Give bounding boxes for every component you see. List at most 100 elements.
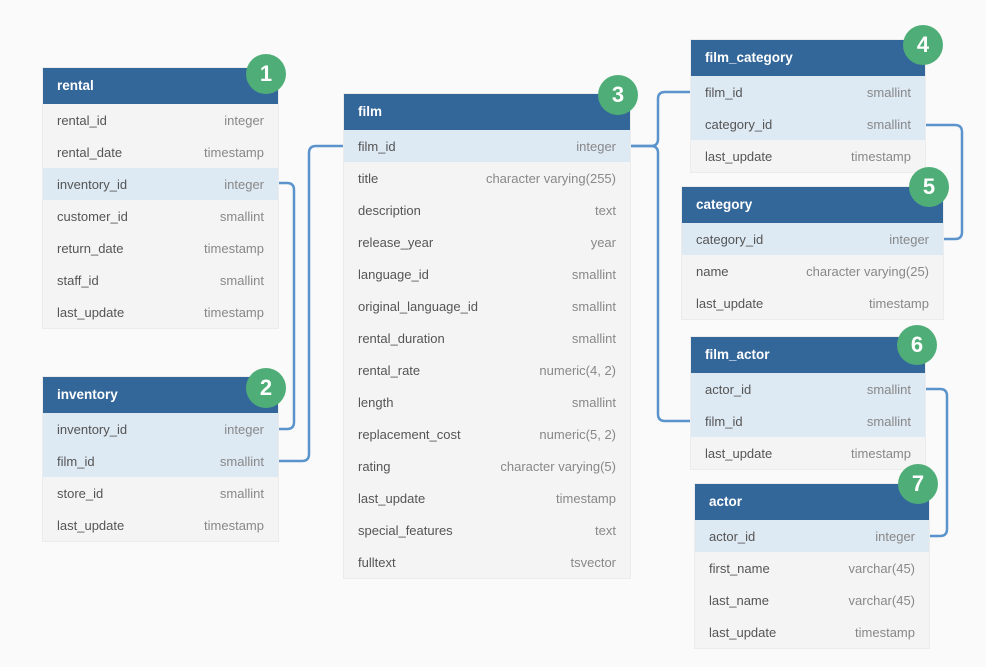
column-name: film_id: [57, 453, 95, 469]
column-row: rating character varying(5): [344, 450, 630, 482]
column-row: rental_duration smallint: [344, 322, 630, 354]
column-name: fulltext: [358, 554, 396, 570]
column-type: character varying(5): [500, 458, 616, 474]
column-name: original_language_id: [358, 298, 478, 314]
column-row: description text: [344, 194, 630, 226]
column-name: film_id: [358, 138, 396, 154]
badge-rental: 1: [246, 54, 286, 94]
link-film-film-category: [628, 90, 693, 148]
column-type: character varying(255): [485, 170, 616, 186]
link-film-actor-actor: [923, 387, 949, 538]
column-type: varchar(45): [848, 560, 915, 576]
column-type: smallint: [571, 394, 616, 410]
column-type: varchar(45): [848, 592, 915, 608]
column-type: timestamp: [204, 144, 264, 160]
column-type: timestamp: [556, 490, 616, 506]
column-row: last_update timestamp: [344, 482, 630, 514]
column-type: integer: [875, 528, 915, 544]
column-name: last_update: [709, 624, 777, 640]
table-title-film-category: film_category: [691, 40, 925, 76]
column-name: return_date: [57, 240, 124, 256]
column-name: rental_id: [57, 112, 107, 128]
column-row-key: film_id smallint: [691, 76, 925, 108]
table-title-inventory: inventory: [43, 377, 278, 413]
column-type: character varying(25): [806, 263, 929, 279]
column-name: rental_date: [57, 144, 123, 160]
column-type: timestamp: [851, 148, 911, 164]
column-name: special_features: [358, 522, 453, 538]
column-name: name: [696, 263, 729, 279]
column-type: integer: [224, 176, 264, 192]
column-name: last_update: [57, 304, 125, 320]
link-inventory-film: [276, 144, 346, 463]
column-name: title: [358, 170, 379, 186]
column-name: film_id: [705, 413, 743, 429]
column-type: integer: [224, 421, 264, 437]
link-film-film-actor: [628, 144, 693, 423]
link-film-category-category: [923, 123, 964, 241]
column-name: description: [358, 202, 421, 218]
column-type: text: [595, 202, 616, 218]
column-type: timestamp: [204, 517, 264, 533]
badge-actor: 7: [898, 464, 938, 504]
column-row: replacement_cost numeric(5, 2): [344, 418, 630, 450]
column-row: rental_id integer: [43, 104, 278, 136]
column-type: year: [590, 234, 616, 250]
column-type: smallint: [571, 266, 616, 282]
column-name: category_id: [696, 231, 764, 247]
column-name: rental_duration: [358, 330, 445, 346]
badge-film-category: 4: [903, 25, 943, 65]
column-type: smallint: [866, 381, 911, 397]
column-name: film_id: [705, 84, 743, 100]
column-name: replacement_cost: [358, 426, 461, 442]
column-row: original_language_id smallint: [344, 290, 630, 322]
column-type: smallint: [571, 298, 616, 314]
column-type: smallint: [571, 330, 616, 346]
badge-film: 3: [598, 75, 638, 115]
link-rental-inventory: [276, 181, 296, 431]
badge-inventory: 2: [246, 368, 286, 408]
column-name: last_update: [705, 445, 773, 461]
table-title-film-actor: film_actor: [691, 337, 925, 373]
column-type: smallint: [219, 208, 264, 224]
column-type: timestamp: [855, 624, 915, 640]
column-name: release_year: [358, 234, 434, 250]
column-row: release_year year: [344, 226, 630, 258]
column-type: numeric(4, 2): [539, 362, 616, 378]
column-name: rental_rate: [358, 362, 421, 378]
column-name: last_update: [358, 490, 426, 506]
column-row: rental_date timestamp: [43, 136, 278, 168]
column-type: text: [595, 522, 616, 538]
column-type: integer: [224, 112, 264, 128]
column-type: numeric(5, 2): [539, 426, 616, 442]
table-film-category[interactable]: film_category film_id smallint category_i…: [691, 40, 925, 172]
table-title-film: film: [344, 94, 630, 130]
table-title-actor: actor: [695, 484, 929, 520]
column-name: staff_id: [57, 272, 99, 288]
column-type: tsvector: [570, 554, 616, 570]
column-type: smallint: [866, 84, 911, 100]
column-name: store_id: [57, 485, 104, 501]
column-name: rating: [358, 458, 391, 474]
column-name: category_id: [705, 116, 773, 132]
